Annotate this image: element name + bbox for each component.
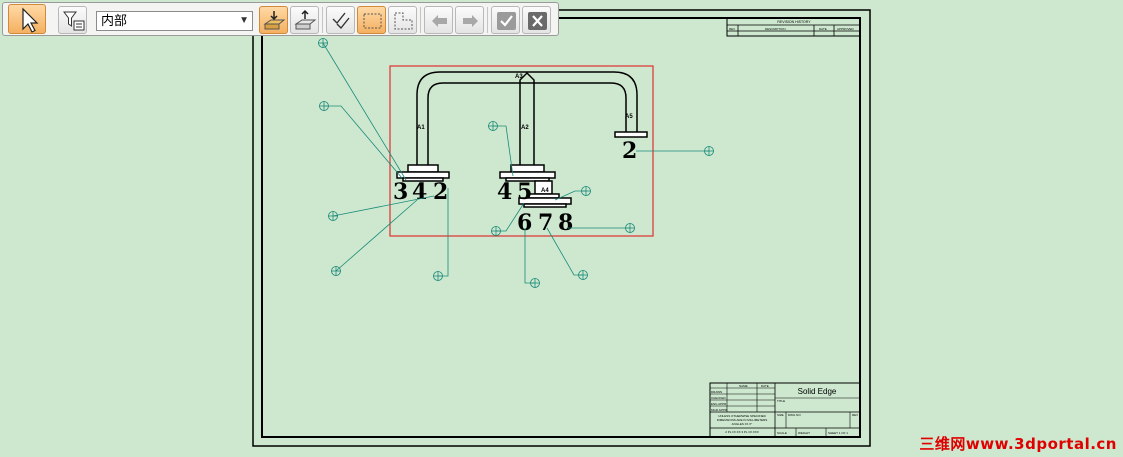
chevron-down-icon: ▼ xyxy=(239,15,249,26)
filter-list-icon xyxy=(63,11,85,31)
tray-download-icon xyxy=(263,11,286,30)
cursor-arrow-icon xyxy=(22,7,39,33)
rev-col-rev: REV xyxy=(729,27,735,31)
title-block-brand: Solid Edge xyxy=(798,387,837,396)
part-label-a4: A4 xyxy=(541,188,549,194)
item-number[interactable]: 5 xyxy=(517,179,532,205)
revision-table-title: REVISION HISTORY xyxy=(777,20,811,24)
l-shape-icon xyxy=(394,12,413,30)
rev-col-description: DESCRIPTION xyxy=(765,27,786,31)
toolbar-separator xyxy=(322,7,323,33)
tb-label-mgr-appr: MGR APPR xyxy=(711,408,728,412)
revision-table: REVISION HISTORY REV DESCRIPTION DATE AP… xyxy=(726,17,861,37)
tray-upload-icon xyxy=(294,9,317,30)
leader-handle xyxy=(318,38,328,48)
rectangle-icon xyxy=(363,13,382,29)
watermark: 三维网www.3dportal.cn xyxy=(919,435,1117,453)
tb-label-dwg-no: DWG NO xyxy=(788,413,801,417)
pipe-assembly[interactable] xyxy=(396,71,648,208)
leader-handle xyxy=(530,278,540,288)
tb-label-title: TITLE xyxy=(777,399,785,403)
tb-note-4: 2 PL ±X.XX 3 PL ±X.XXX xyxy=(725,430,759,434)
sheet-border-outer xyxy=(252,9,871,447)
item-number[interactable]: 6 xyxy=(517,210,532,236)
toolbar-separator xyxy=(420,7,421,33)
tb-label-eng-appr: ENG APPR xyxy=(711,402,727,406)
leader-handle xyxy=(704,146,714,156)
item-number[interactable]: 2 xyxy=(433,179,448,205)
tb-note-1: UNLESS OTHERWISE SPECIFIED xyxy=(718,414,766,418)
rectangle-select-button[interactable] xyxy=(357,6,386,34)
tb-note-2: DIMENSIONS ARE IN MILLIMETERS xyxy=(717,418,768,422)
forward-button[interactable] xyxy=(455,6,484,34)
arrow-right-icon xyxy=(463,15,478,27)
part-label-a1: A1 xyxy=(417,125,425,131)
fence-select-button[interactable] xyxy=(388,6,417,34)
leader-handle xyxy=(433,271,443,281)
tb-label-date: DATE xyxy=(761,384,769,388)
export-button[interactable] xyxy=(290,6,319,34)
tb-label-size: SIZE xyxy=(777,413,784,417)
back-button[interactable] xyxy=(424,6,453,34)
leader-handle xyxy=(328,211,338,221)
selection-toolbar: 内部 ▼ xyxy=(2,2,559,36)
accept-button[interactable] xyxy=(491,6,520,34)
filter-combo[interactable]: 内部 ▼ xyxy=(96,11,253,31)
select-all-button[interactable] xyxy=(326,6,355,34)
item-number[interactable]: 3 xyxy=(393,179,408,205)
filter-button[interactable] xyxy=(58,6,87,34)
sheet-border-inner xyxy=(261,17,861,438)
leader-handle xyxy=(488,121,498,131)
item-number[interactable]: 4 xyxy=(497,179,512,205)
tb-label-sheet: SHEET 1 OF 1 xyxy=(828,431,848,435)
rev-col-date: DATE xyxy=(819,27,827,31)
filter-combo-value: 内部 xyxy=(101,13,128,28)
item-number[interactable]: 4 xyxy=(412,179,427,205)
tb-label-name: NAME xyxy=(739,384,748,388)
tb-label-scale: SCALE xyxy=(777,431,787,435)
part-label-a2: A2 xyxy=(521,125,529,131)
part-labels: A1 A2 A3 A4 A5 xyxy=(417,74,633,194)
leader-handle xyxy=(578,270,588,280)
tb-label-rev: REV xyxy=(852,413,858,417)
title-block: Solid Edge NAME DATE DRAWN CHECKED ENG A… xyxy=(709,382,861,438)
toolbar-separator xyxy=(487,7,488,33)
arrow-left-icon xyxy=(432,15,447,27)
tb-label-checked: CHECKED xyxy=(711,396,727,400)
x-icon xyxy=(528,12,547,30)
item-number[interactable]: 8 xyxy=(558,210,573,236)
rev-col-approved: APPROVED xyxy=(837,27,855,31)
leader-handle xyxy=(331,266,341,276)
tb-note-3: ANGLES ±X.X° xyxy=(732,422,753,426)
item-numbers: 3 4 2 4 5 6 7 8 2 xyxy=(393,138,637,236)
import-button[interactable] xyxy=(259,6,288,34)
select-tool-button[interactable] xyxy=(8,4,46,34)
item-number[interactable]: 7 xyxy=(538,210,553,236)
part-label-a3: A3 xyxy=(515,74,523,80)
double-check-icon xyxy=(332,12,350,30)
tb-label-weight: WEIGHT xyxy=(798,431,810,435)
leader-handle xyxy=(625,223,635,233)
leader-handle xyxy=(491,226,501,236)
cancel-button[interactable] xyxy=(522,6,551,34)
item-number[interactable]: 2 xyxy=(622,138,637,164)
leader-handles[interactable] xyxy=(318,38,714,288)
tb-label-drawn: DRAWN xyxy=(711,390,722,394)
leader-handle xyxy=(581,186,591,196)
checkmark-icon xyxy=(497,12,516,30)
part-label-a5: A5 xyxy=(625,114,633,120)
leader-handle xyxy=(319,101,329,111)
